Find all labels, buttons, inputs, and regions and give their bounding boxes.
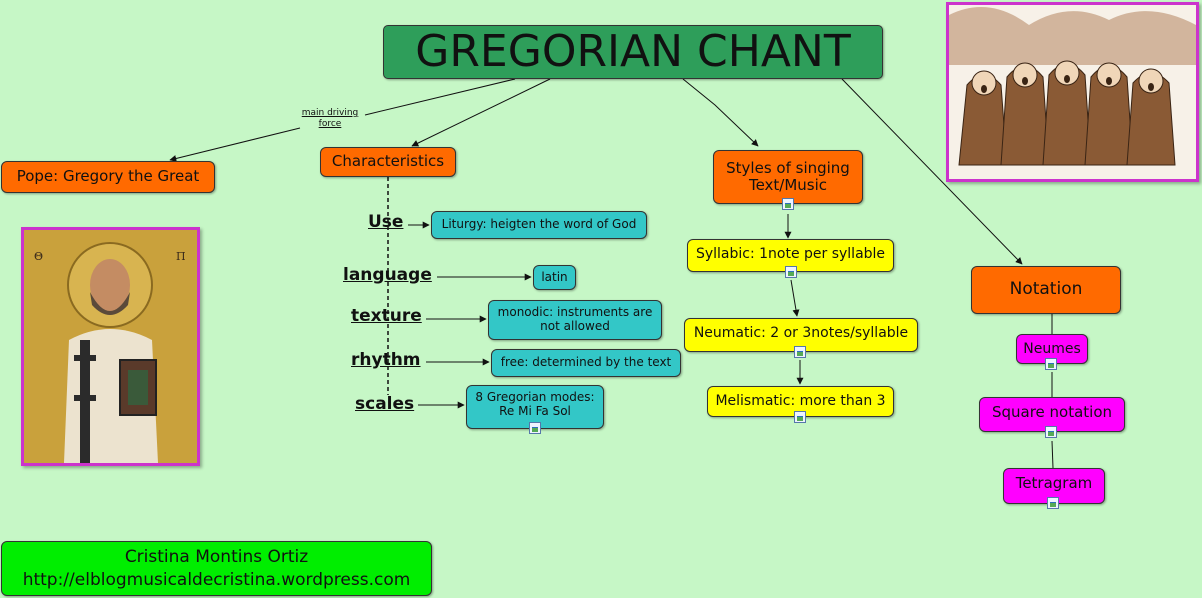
melismatic-text: Melismatic: more than 3: [715, 393, 886, 409]
square-image-icon[interactable]: [1045, 426, 1057, 438]
liturgy-node[interactable]: Liturgy: heigten the word of God: [431, 211, 647, 239]
neumatic-image-icon[interactable]: [794, 346, 806, 358]
connector-title-characteristics: [411, 78, 551, 147]
connector-square-tetragram: [1051, 440, 1054, 469]
title-node[interactable]: GREGORIAN CHANT: [383, 25, 883, 79]
latin-text: latin: [541, 269, 568, 284]
monks-image-drawing: [949, 5, 1196, 179]
language-label: language: [343, 265, 432, 285]
neumes-text: Neumes: [1023, 341, 1081, 357]
connector-title-styles: [682, 78, 759, 147]
credit-box[interactable]: Cristina Montins Ortiz http://elblogmusi…: [1, 541, 432, 596]
gregory-portrait-image: Θ Π: [24, 230, 197, 463]
modes-image-icon[interactable]: [529, 422, 541, 434]
credit-url[interactable]: http://elblogmusicaldecristina.wordpress…: [22, 569, 411, 590]
monodic-node[interactable]: monodic: instruments are not allowed: [488, 300, 662, 340]
neumatic-text: Neumatic: 2 or 3notes/syllable: [693, 325, 909, 341]
modes-text: 8 Gregorian modes: Re Mi Fa Sol: [475, 390, 595, 418]
monks-image[interactable]: [946, 2, 1199, 182]
notation-node[interactable]: Notation: [971, 266, 1121, 314]
monodic-text: monodic: instruments are not allowed: [497, 305, 653, 333]
texture-label: texture: [351, 306, 422, 326]
svg-text:Θ: Θ: [34, 250, 43, 263]
syllabic-image-icon[interactable]: [785, 266, 797, 278]
svg-text:Π: Π: [176, 250, 186, 263]
liturgy-text: Liturgy: heigten the word of God: [441, 217, 637, 232]
melismatic-image-icon[interactable]: [794, 411, 806, 423]
neumes-node[interactable]: Neumes: [1016, 334, 1088, 364]
tetragram-document-icon[interactable]: [1047, 497, 1059, 509]
characteristics-node[interactable]: Characteristics: [320, 147, 456, 177]
notation-label: Notation: [1009, 279, 1083, 300]
main-driving-force-label: main driving force: [301, 108, 359, 129]
styles-label: Styles of singing Text/Music: [726, 158, 850, 194]
styles-node[interactable]: Styles of singing Text/Music: [713, 150, 863, 204]
modes-node[interactable]: 8 Gregorian modes: Re Mi Fa Sol: [466, 385, 604, 429]
scales-label: scales: [355, 394, 415, 414]
pope-label: Pope: Gregory the Great: [16, 167, 200, 186]
connector-pope-arrow: [169, 127, 301, 162]
connector-title-notation: [841, 78, 1023, 265]
use-label: Use: [368, 212, 404, 232]
gregory-portrait[interactable]: Θ Π: [21, 227, 200, 466]
syllabic-text: Syllabic: 1note per syllable: [695, 246, 886, 262]
audio-icon[interactable]: [782, 198, 794, 210]
characteristics-label: Characteristics: [331, 152, 445, 171]
neumes-image-icon[interactable]: [1045, 358, 1057, 370]
rhythm-label: rhythm: [351, 350, 421, 370]
connector-title-pope: [364, 78, 516, 116]
connector-syllabic-neumatic: [790, 279, 800, 317]
free-node[interactable]: free: determined by the text: [491, 349, 681, 377]
pope-node[interactable]: Pope: Gregory the Great: [1, 161, 215, 193]
melismatic-node[interactable]: Melismatic: more than 3: [707, 386, 894, 417]
free-text: free: determined by the text: [500, 355, 672, 370]
credit-name: Cristina Montins Ortiz: [124, 547, 309, 568]
square-notation-text: Square notation: [991, 403, 1113, 421]
tetragram-text: Tetragram: [1015, 474, 1093, 492]
page-title: GREGORIAN CHANT: [415, 25, 851, 77]
latin-node[interactable]: latin: [533, 265, 576, 290]
